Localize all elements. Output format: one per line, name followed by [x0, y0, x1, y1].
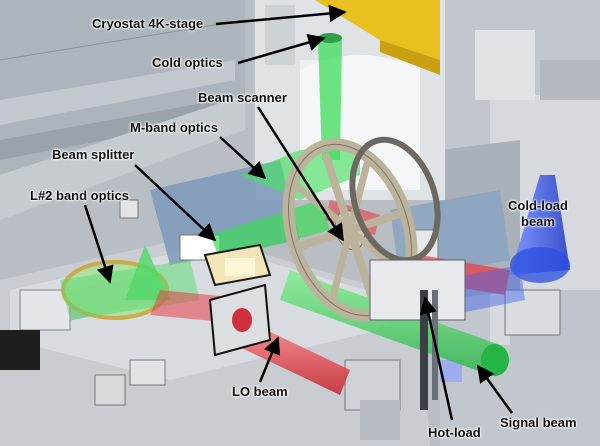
stage-edge [380, 40, 440, 75]
label-beam-splitter: Beam splitter [52, 147, 135, 162]
label-signal-beam: Signal beam [500, 415, 577, 430]
green-beam-upper [210, 200, 330, 260]
label-cryostat-4k-stage: Cryostat 4K-stage [92, 16, 204, 31]
label-lo-beam: LO beam [232, 384, 288, 399]
left-frame [0, 0, 246, 220]
cold-load-beam [440, 175, 570, 315]
label-cold-load-line1: Cold-load [508, 198, 568, 213]
arrow-cold-optics [237, 33, 326, 65]
arrow-cryostat [215, 4, 347, 26]
arrow-l2-band [83, 204, 114, 284]
beam-scanner-outer-ring [349, 136, 441, 264]
mechanical-parts [0, 199, 561, 440]
label-m-band-optics: M-band optics [130, 120, 219, 135]
beam-splitter-box [203, 243, 272, 287]
arrow-m-band [219, 136, 267, 180]
label-l2-band-optics: L#2 band optics [30, 188, 129, 203]
label-cold-load-line2: beam [521, 214, 555, 229]
label-hot-load: Hot-load [428, 425, 481, 440]
arrow-signal-beam [476, 364, 514, 414]
arrow-lo-beam [258, 336, 281, 383]
label-cold-optics: Cold optics [152, 55, 223, 70]
arrow-beam-splitter [134, 164, 217, 242]
arrow-beam-scanner [256, 106, 345, 242]
signal-beam-end [481, 344, 509, 376]
cold-optics-beam [318, 40, 342, 160]
leader-lines [83, 4, 514, 421]
label-beam-scanner: Beam scanner [198, 90, 287, 105]
arrow-hot-load [419, 296, 454, 421]
